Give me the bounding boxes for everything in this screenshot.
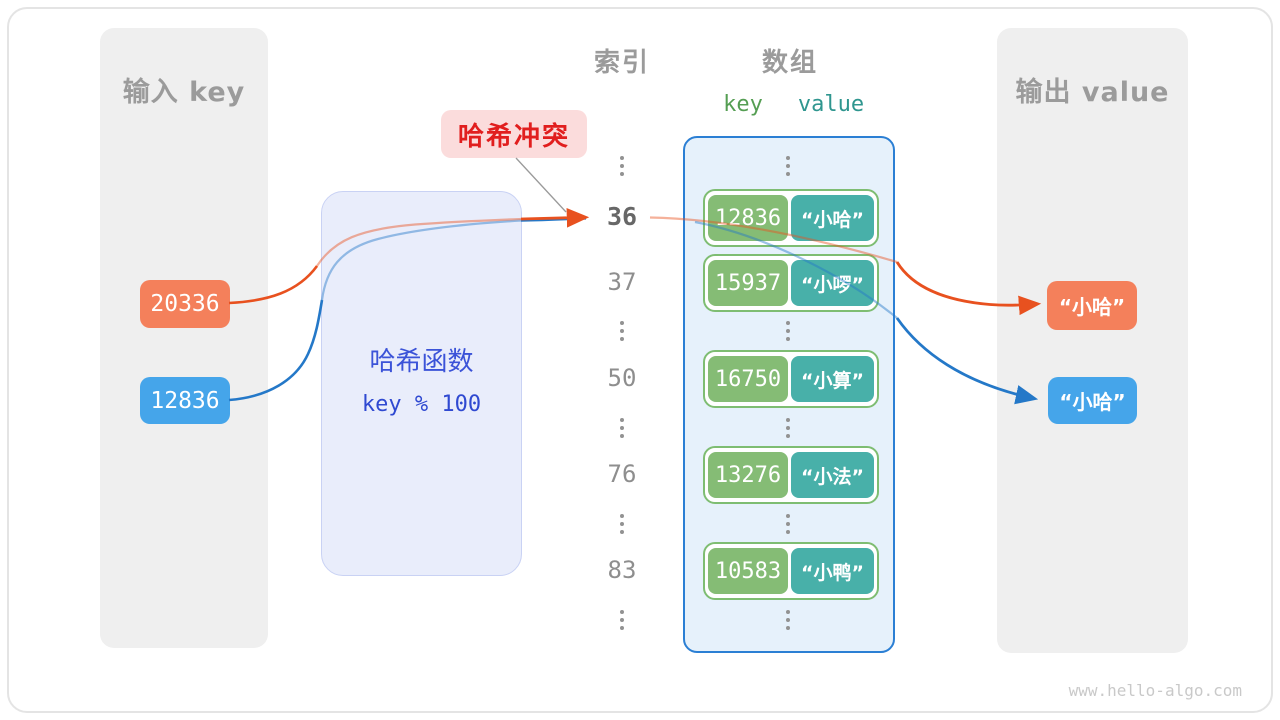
index-ellipsis <box>607 514 637 534</box>
hash-function-box: 哈希函数 key % 100 <box>321 191 522 576</box>
hash-function-name: 哈希函数 <box>369 347 474 377</box>
output-panel-title: 输出 value <box>1015 77 1170 108</box>
key-header-label: key <box>723 92 763 117</box>
output-panel: 输出 value <box>997 28 1188 653</box>
pair-key: 12836 <box>708 195 788 241</box>
pair-value: “小哈” <box>791 195 874 241</box>
array-column-header: 数组 <box>761 48 818 78</box>
array-ellipsis <box>773 514 803 534</box>
input-panel: 输入 key <box>100 28 268 648</box>
pair-value: “小算” <box>791 356 874 402</box>
array-ellipsis <box>773 418 803 438</box>
outer-frame <box>7 7 1273 713</box>
index-value-50: 50 <box>607 364 637 392</box>
array-ellipsis <box>773 610 803 630</box>
value-header-label: value <box>797 92 865 117</box>
watermark: www.hello-algo.com <box>1068 681 1242 700</box>
pair-value: “小法” <box>791 452 874 498</box>
array-ellipsis <box>773 156 803 176</box>
index-ellipsis <box>607 610 637 630</box>
input-panel-title: 输入 key <box>122 77 246 108</box>
index-column-header: 索引 <box>593 48 650 78</box>
index-value-83: 83 <box>607 556 637 584</box>
index-value-36: 36 <box>606 202 638 231</box>
pair-key: 10583 <box>708 548 788 594</box>
pair-key: 16750 <box>708 356 788 402</box>
index-value-37: 37 <box>607 268 637 296</box>
array-pair-13276: 13276 “小法” <box>703 446 879 504</box>
index-ellipsis <box>607 321 637 341</box>
output-value-blue: “小哈” <box>1048 377 1137 424</box>
array-ellipsis <box>773 321 803 341</box>
array-pair-12836: 12836 “小哈” <box>703 189 879 247</box>
hash-function-formula: key % 100 <box>361 392 482 417</box>
input-key-20336: 20336 <box>140 280 230 328</box>
index-ellipsis <box>607 156 637 176</box>
array-pair-10583: 10583 “小鸭” <box>703 542 879 600</box>
index-value-76: 76 <box>607 460 637 488</box>
index-ellipsis <box>607 418 637 438</box>
pair-value: “小鸭” <box>791 548 874 594</box>
array-pair-15937: 15937 “小啰” <box>703 254 879 312</box>
hash-collision-badge: 哈希冲突 <box>441 110 587 158</box>
pair-value: “小啰” <box>791 260 874 306</box>
pair-key: 15937 <box>708 260 788 306</box>
key-value-header: key value <box>703 92 879 118</box>
array-pair-16750: 16750 “小算” <box>703 350 879 408</box>
output-value-orange: “小哈” <box>1047 281 1137 330</box>
input-key-12836: 12836 <box>140 377 230 424</box>
pair-key: 13276 <box>708 452 788 498</box>
